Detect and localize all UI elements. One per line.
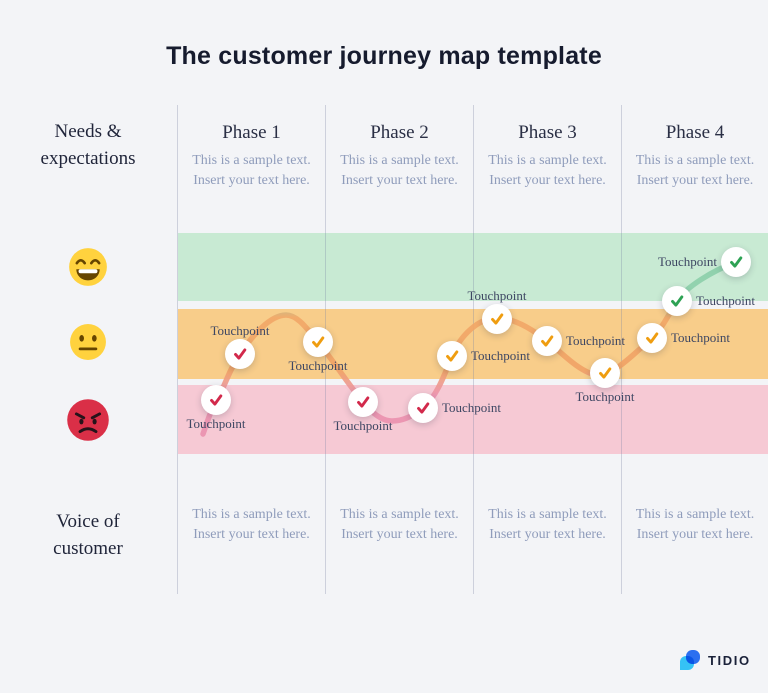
check-icon xyxy=(446,350,459,362)
voice-cell-3: This is a sample text. Insert your text … xyxy=(474,500,621,545)
phase-description-2: This is a sample text. Insert your text … xyxy=(340,153,459,188)
touchpoint-marker-8 xyxy=(532,326,562,356)
column-divider xyxy=(177,105,178,594)
touchpoint-label-4: Touchpoint xyxy=(333,418,393,433)
voice-cell-4: This is a sample text. Insert your text … xyxy=(622,500,768,545)
check-icon xyxy=(417,402,430,414)
voice-text-3: This is a sample text. Insert your text … xyxy=(488,507,607,542)
touchpoint-label-6: Touchpoint xyxy=(471,348,531,363)
check-icon xyxy=(599,367,612,379)
angry-face-emoji xyxy=(66,398,110,447)
touchpoint-label-11: Touchpoint xyxy=(696,293,756,308)
phase-column-2: Phase 2 This is a sample text. Insert you… xyxy=(326,120,473,191)
check-icon xyxy=(671,295,684,307)
check-icon xyxy=(210,394,223,406)
touchpoint-label-2: Touchpoint xyxy=(210,323,270,338)
touchpoint-marker-1 xyxy=(201,385,231,415)
touchpoint-marker-2 xyxy=(225,339,255,369)
touchpoint-marker-6 xyxy=(437,341,467,371)
touchpoint-marker-10 xyxy=(637,323,667,353)
touchpoint-label-12: Touchpoint xyxy=(657,254,717,269)
phase-title-3: Phase 3 xyxy=(518,122,577,143)
check-icon xyxy=(312,336,325,348)
phase-title-1: Phase 1 xyxy=(222,122,281,143)
touchpoint-marker-4 xyxy=(348,387,378,417)
phase-description-4: This is a sample text. Insert your text … xyxy=(635,153,755,188)
voice-text-1: This is a sample text. Insert your text … xyxy=(192,507,311,542)
voice-cell-1: This is a sample text. Insert your text … xyxy=(178,500,325,545)
laughing-face-emoji xyxy=(68,247,108,292)
neutral-face-emoji xyxy=(69,323,107,366)
touchpoint-label-9: Touchpoint xyxy=(575,389,635,404)
touchpoint-marker-5 xyxy=(408,393,438,423)
check-icon xyxy=(491,313,504,325)
voice-text-2: This is a sample text. Insert your text … xyxy=(340,507,459,542)
check-icon xyxy=(646,332,659,344)
phase-title-4: Phase 4 xyxy=(665,122,725,143)
check-icon xyxy=(541,335,554,347)
touchpoint-label-1: Touchpoint xyxy=(186,416,246,431)
phase-column-3: Phase 3 This is a sample text. Insert you… xyxy=(474,120,621,191)
touchpoint-marker-12 xyxy=(721,247,751,277)
touchpoint-marker-11 xyxy=(662,286,692,316)
touchpoint-label-8: Touchpoint xyxy=(566,333,626,348)
voice-cell-2: This is a sample text. Insert your text … xyxy=(326,500,473,545)
row-label-voice-of-customer: Voice of customer xyxy=(53,511,123,559)
touchpoint-label-5: Touchpoint xyxy=(442,400,502,415)
touchpoint-marker-7 xyxy=(482,304,512,334)
page-title: The customer journey map template xyxy=(166,42,602,70)
phase-description-3: This is a sample text. Insert your text … xyxy=(488,153,607,188)
touchpoint-label-7: Touchpoint xyxy=(467,288,527,303)
touchpoint-label-3: Touchpoint xyxy=(288,358,348,373)
touchpoint-label-10: Touchpoint xyxy=(671,330,731,345)
check-icon xyxy=(357,396,370,408)
tidio-logo: TIDIO xyxy=(678,648,751,672)
check-icon xyxy=(730,256,743,268)
tidio-chat-bubbles-icon xyxy=(678,648,702,672)
touchpoint-marker-9 xyxy=(590,358,620,388)
phase-column-4: Phase 4 This is a sample text. Insert you… xyxy=(622,120,768,191)
phase-description-1: This is a sample text. Insert your text … xyxy=(192,153,311,188)
tidio-logo-text: TIDIO xyxy=(708,652,751,668)
touchpoint-marker-3 xyxy=(303,327,333,357)
check-icon xyxy=(234,348,247,360)
row-label-needs-expectations: Needs & expectations xyxy=(40,121,136,169)
voice-text-4: This is a sample text. Insert your text … xyxy=(635,507,755,542)
phase-title-2: Phase 2 xyxy=(370,122,429,143)
phase-column-1: Phase 1 This is a sample text. Insert you… xyxy=(178,120,325,191)
